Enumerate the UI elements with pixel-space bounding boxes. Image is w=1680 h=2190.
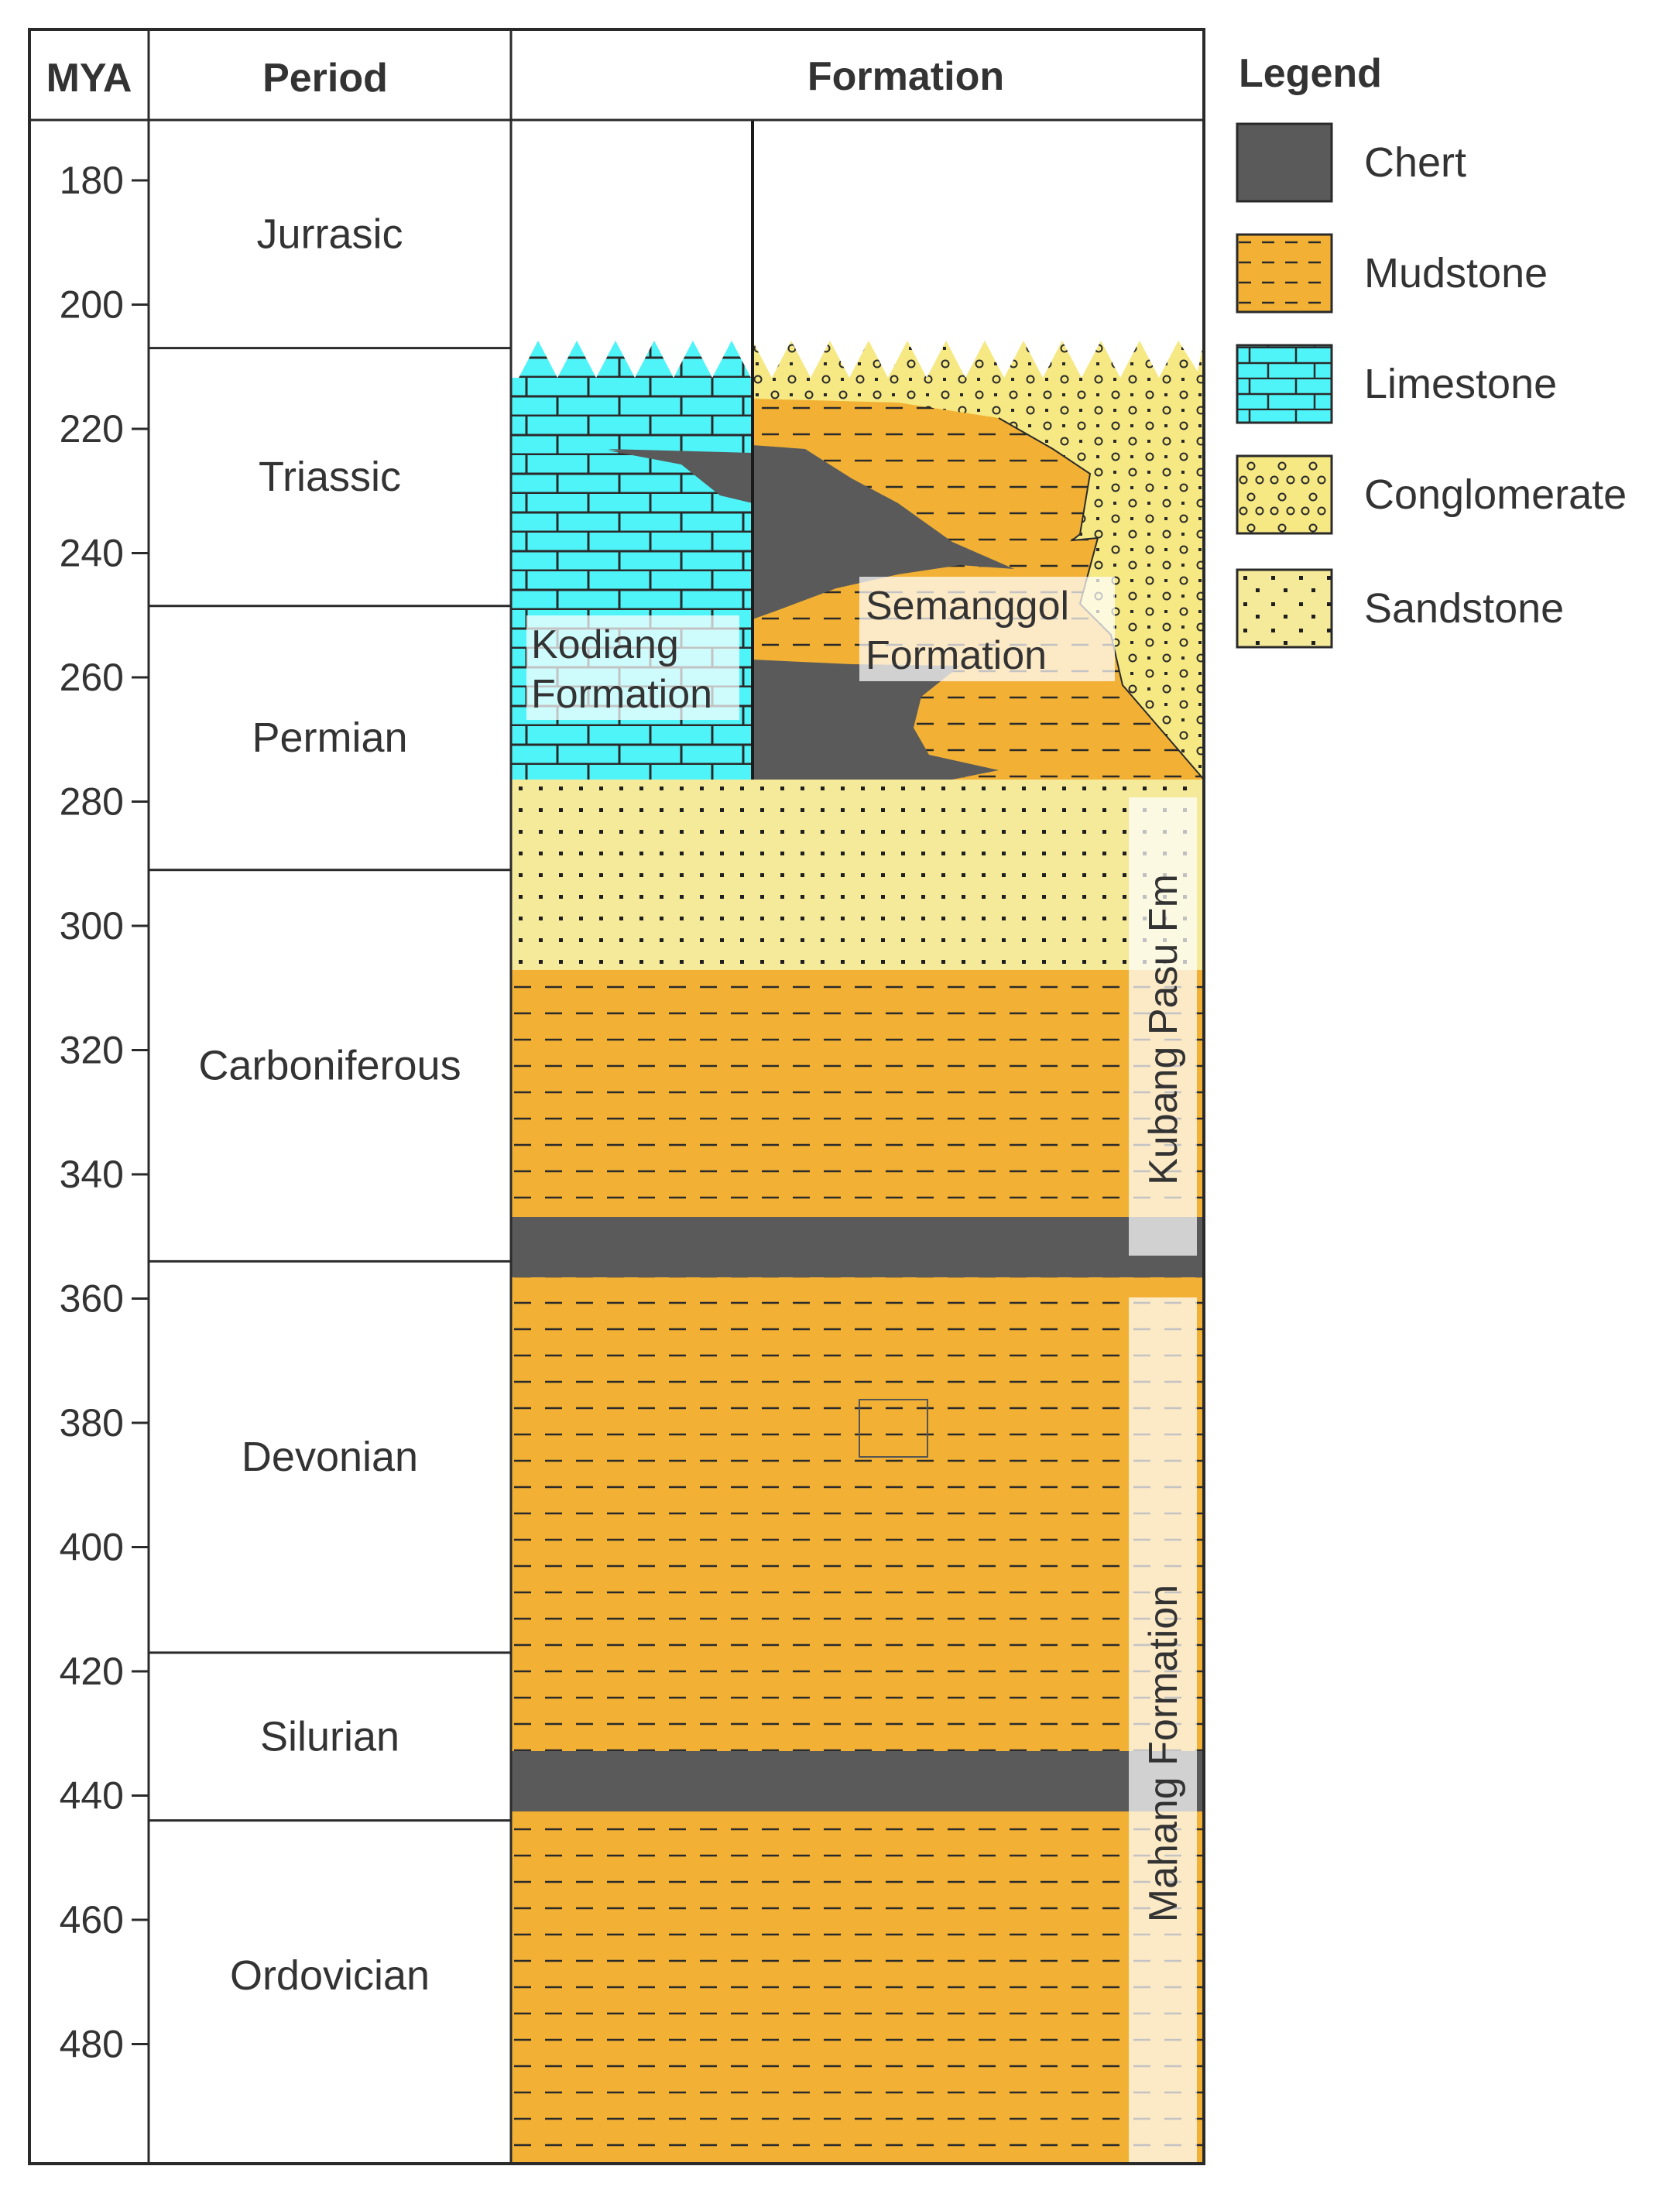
mya-tick-label-380: 380 xyxy=(60,1401,124,1445)
header-period: Period xyxy=(262,56,388,101)
kodiang-chert-lens xyxy=(608,451,753,503)
legend-label-mudstone: Mudstone xyxy=(1364,250,1548,296)
mya-tick-label-340: 340 xyxy=(60,1153,124,1196)
legend-swatch-conglomerate xyxy=(1236,454,1333,535)
legend-swatch-sandstone xyxy=(1236,568,1333,649)
mahang-formation-label: Mahang Formation xyxy=(1141,1585,1186,1922)
table-grid xyxy=(28,28,1205,2165)
legend-title: Legend xyxy=(1239,51,1382,96)
legend: Legend ChertMudstoneLimestoneConglomerat… xyxy=(1236,51,1627,649)
inner-marker-box xyxy=(859,1399,928,1458)
legend-label-sandstone: Sandstone xyxy=(1364,585,1564,632)
table-outline xyxy=(28,28,1205,2165)
mya-tick-label-420: 420 xyxy=(60,1650,124,1693)
mya-tick-label-280: 280 xyxy=(60,780,124,824)
legend-label-limestone: Limestone xyxy=(1364,361,1557,407)
period-boundaries xyxy=(149,347,511,1822)
carboniferous-chert-band xyxy=(511,1217,1204,1277)
period-label-silurian: Silurian xyxy=(260,1713,399,1760)
mya-ticks xyxy=(132,179,149,2045)
period-label-devonian: Devonian xyxy=(242,1434,418,1480)
mya-tick-label-440: 440 xyxy=(60,1774,124,1818)
mya-tick-labels: 180 200 220 240 260 280 300 320 340 360 380 400 420 4… xyxy=(60,159,124,2066)
period-label-ordovician: Ordovician xyxy=(230,1952,430,1999)
mya-tick-label-260: 260 xyxy=(60,656,124,699)
chert-tongue-middle xyxy=(753,445,1014,619)
period-label-jurrasic: Jurrasic xyxy=(256,211,403,257)
period-label-carboniferous: Carboniferous xyxy=(198,1043,461,1089)
kubang-pasu-formation-label: Kubang Pasu Fm xyxy=(1141,874,1186,1185)
mya-tick-label-400: 400 xyxy=(60,1526,124,1569)
legend-label-conglomerate: Conglomerate xyxy=(1364,471,1627,518)
period-label-triassic: Triassic xyxy=(259,454,401,500)
permian-sandstone-layer xyxy=(511,780,1204,970)
carboniferous-mudstone-layer xyxy=(511,970,1204,1217)
mahang-label-backdrop xyxy=(1129,1297,1197,2188)
kubang-pasu-label-backdrop xyxy=(1129,797,1197,1256)
mya-tick-label-320: 320 xyxy=(60,1029,124,1072)
mya-tick-label-240: 240 xyxy=(60,532,124,575)
period-labels: JurrasicTriassicPermianCarboniferousDevo… xyxy=(198,211,461,1999)
mya-tick-label-200: 200 xyxy=(60,283,124,327)
mya-tick-label-480: 480 xyxy=(60,2023,124,2066)
conglomerate-boundary xyxy=(998,417,1205,780)
semanggol-formation-label: Semanggol Formation xyxy=(866,584,1081,678)
legend-label-chert: Chert xyxy=(1364,139,1466,186)
mya-tick-label-360: 360 xyxy=(60,1277,124,1321)
period-label-permian: Permian xyxy=(252,715,407,761)
legend-swatch-chert xyxy=(1236,122,1333,203)
legend-swatch-mudstone xyxy=(1236,233,1333,314)
mya-tick-label-220: 220 xyxy=(60,407,124,451)
mya-tick-label-300: 300 xyxy=(60,904,124,948)
chert-tongue-lower xyxy=(753,660,999,780)
header-formation: Formation xyxy=(807,54,1004,99)
ordovician-mudstone-layer xyxy=(511,1811,1204,2164)
header-mya: MYA xyxy=(46,56,132,101)
legend-swatch-limestone xyxy=(1236,344,1333,424)
kodiang-formation-label: Kodiang Formation xyxy=(531,622,712,717)
mya-tick-label-460: 460 xyxy=(60,1898,124,1942)
silurian-chert-band xyxy=(511,1751,1204,1811)
devonian-mudstone-layer xyxy=(511,1277,1204,1751)
kodiang-label-backdrop xyxy=(526,615,739,720)
formation-column xyxy=(511,120,1205,2188)
mya-tick-label-180: 180 xyxy=(60,159,124,202)
semanggol-label-backdrop xyxy=(859,577,1115,681)
